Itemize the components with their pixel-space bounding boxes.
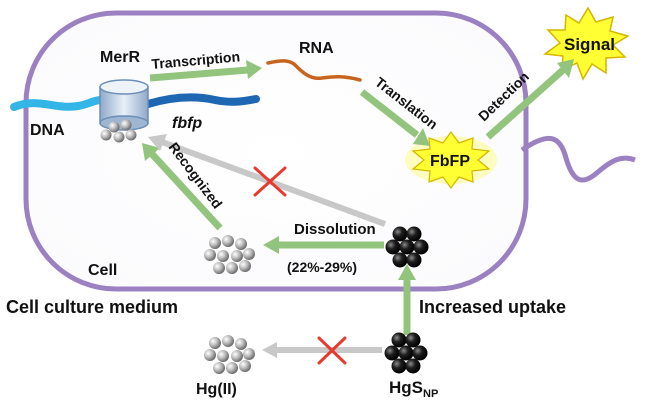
hgs-subscript: NP [423, 388, 438, 400]
dna-strand [10, 95, 110, 111]
hg-bound-cluster [100, 119, 137, 143]
rna-strand [266, 59, 362, 82]
fbfp-protein-label: FbFP [430, 153, 470, 170]
arrow-dissolution [263, 236, 384, 254]
hgs-np-label: HgSNP [389, 378, 438, 400]
merr-protein [99, 79, 149, 131]
rna-label: RNA [299, 40, 334, 57]
flagellum [520, 135, 636, 183]
arrow-detection [485, 59, 574, 140]
fbfp-burst [411, 130, 491, 190]
hgs-np-outside [384, 332, 428, 374]
dissolution-percent-label: (22%-29%) [287, 259, 357, 275]
signal-label: Signal [564, 35, 615, 54]
medium-label: Cell culture medium [6, 297, 178, 317]
arrow-transcription [149, 60, 262, 82]
blocked-cross-icon [253, 166, 287, 197]
hg2-label: Hg(II) [196, 381, 237, 398]
arrow-outside-blocked [262, 342, 382, 358]
arrow-translation [359, 89, 430, 146]
increased-uptake-label: Increased uptake [419, 297, 566, 317]
cell-label: Cell [88, 262, 117, 279]
cell-membrane [23, 10, 529, 292]
hgs-main-text: HgS [389, 378, 423, 397]
merr-label: MerR [100, 49, 140, 66]
dna-label: DNA [30, 122, 65, 139]
hg-dissolved-cluster [204, 235, 255, 274]
dissolution-label: Dissolution [294, 221, 376, 238]
fbfp-gene-strand [144, 93, 260, 108]
hgs-np-inside [385, 226, 429, 268]
arrow-increased-uptake [398, 264, 416, 335]
hg2-cluster [204, 335, 255, 374]
fbfp-gene-label: fbfp [172, 115, 202, 132]
arrow-recognized [142, 143, 223, 231]
transcription-label: Transcription [151, 48, 241, 72]
blocked-cross-icon [317, 336, 347, 365]
